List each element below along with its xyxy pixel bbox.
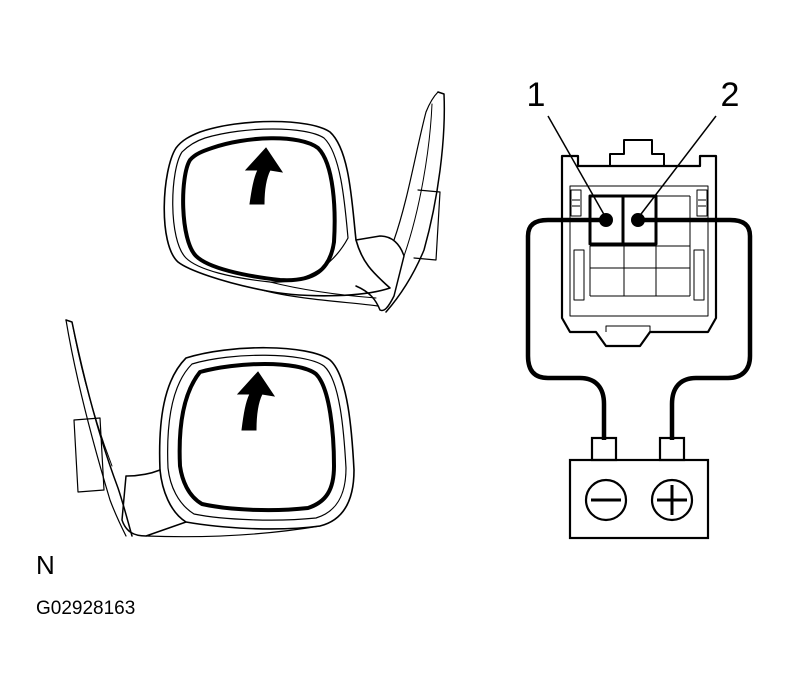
figure-code: G02928163: [36, 598, 135, 619]
connector: [560, 139, 718, 348]
up-arrow-icon: [244, 147, 284, 205]
plus-symbol: [650, 478, 694, 522]
terminal-2-label: 2: [721, 76, 740, 114]
leader-line-1: [547, 115, 607, 219]
battery-terminal-negative: [590, 436, 618, 462]
terminal-2-dot: [631, 213, 645, 227]
terminal-1-label: 1: [527, 76, 546, 114]
wire-positive: [644, 217, 753, 440]
minus-symbol: [584, 478, 628, 522]
mirror-top: [163, 91, 446, 313]
battery: [568, 436, 710, 540]
up-arrow-icon: [236, 371, 276, 431]
orientation-label: N: [36, 550, 55, 580]
wire-negative: [525, 217, 607, 440]
leader-line-2: [637, 115, 717, 219]
mirror-bottom: [65, 319, 355, 538]
battery-terminal-positive: [658, 436, 686, 462]
terminal-1-dot: [599, 213, 613, 227]
battery-body: [568, 458, 710, 540]
